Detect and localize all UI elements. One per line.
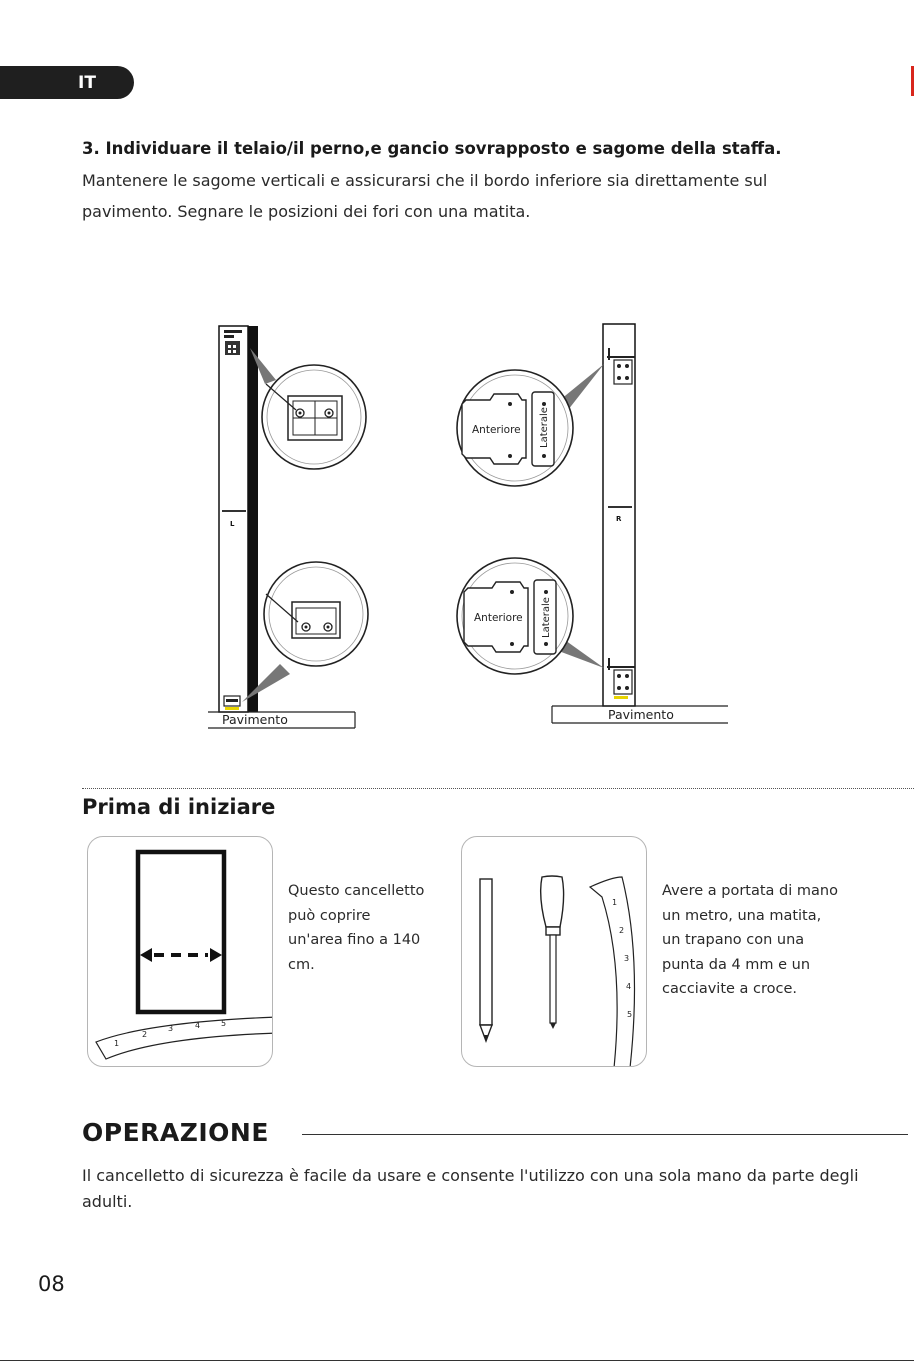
front-label-top: Anteriore bbox=[472, 424, 521, 436]
right-floor-label: Pavimento bbox=[608, 707, 674, 722]
right-template-letter: R bbox=[616, 515, 622, 523]
tape-number: 2 bbox=[619, 926, 624, 935]
operation-title: OPERAZIONE bbox=[82, 1118, 269, 1147]
tape-number: 3 bbox=[168, 1024, 173, 1033]
right-callout-bottom: Anteriore Laterale bbox=[456, 557, 604, 675]
tape-number: 2 bbox=[142, 1030, 147, 1039]
right-template: R bbox=[602, 323, 636, 707]
installation-diagram: L bbox=[200, 318, 740, 738]
left-template: L bbox=[218, 325, 258, 713]
pencil-icon bbox=[478, 878, 494, 1043]
tape-number: 4 bbox=[195, 1021, 200, 1030]
tape-number: 5 bbox=[221, 1019, 226, 1028]
tape-number: 4 bbox=[626, 982, 631, 991]
bottom-rule bbox=[0, 1360, 914, 1361]
tape-measure-icon: 1 2 3 4 5 bbox=[588, 876, 636, 1066]
page-number: 08 bbox=[38, 1272, 65, 1296]
operation-title-rule bbox=[302, 1134, 908, 1135]
side-label-bottom: Laterale bbox=[541, 597, 552, 638]
edge-color-mark bbox=[911, 66, 914, 96]
gate-width-card: 1 2 3 4 5 bbox=[87, 836, 273, 1067]
tools-text: Avere a portata di mano un metro, una ma… bbox=[662, 883, 838, 998]
tape-number: 3 bbox=[624, 954, 629, 963]
gate-width-text: Questo cancelletto può coprire un'area f… bbox=[288, 883, 425, 973]
left-template-letter: L bbox=[230, 520, 235, 528]
step-title: 3. Individuare il telaio/il perno,e ganc… bbox=[82, 139, 782, 158]
language-tab-label: IT bbox=[78, 72, 96, 93]
before-start-title: Prima di iniziare bbox=[82, 795, 276, 819]
left-floor: Pavimento bbox=[208, 711, 356, 729]
tape-number: 1 bbox=[114, 1039, 119, 1048]
screwdriver-icon bbox=[539, 875, 565, 1029]
right-callout-top: Anteriore Laterale bbox=[456, 364, 604, 487]
tape-number: 5 bbox=[627, 1010, 632, 1019]
left-floor-label: Pavimento bbox=[222, 712, 288, 727]
section-separator bbox=[82, 788, 914, 789]
left-callout-bottom bbox=[242, 561, 369, 702]
side-label-top: Laterale bbox=[539, 407, 550, 448]
tape-number: 1 bbox=[612, 898, 617, 907]
gate-frame-icon bbox=[135, 849, 227, 1015]
step-text: Mantenere le sagome verticali e assicura… bbox=[82, 171, 768, 221]
tape-measure-icon bbox=[95, 1016, 272, 1060]
front-label-bottom: Anteriore bbox=[474, 612, 523, 624]
operation-text: Il cancelletto di sicurezza è facile da … bbox=[82, 1166, 859, 1211]
tools-card: 1 2 3 4 5 bbox=[461, 836, 647, 1067]
right-floor: Pavimento bbox=[551, 705, 728, 724]
left-callout-top bbox=[250, 348, 367, 470]
language-tab: IT bbox=[0, 66, 134, 99]
